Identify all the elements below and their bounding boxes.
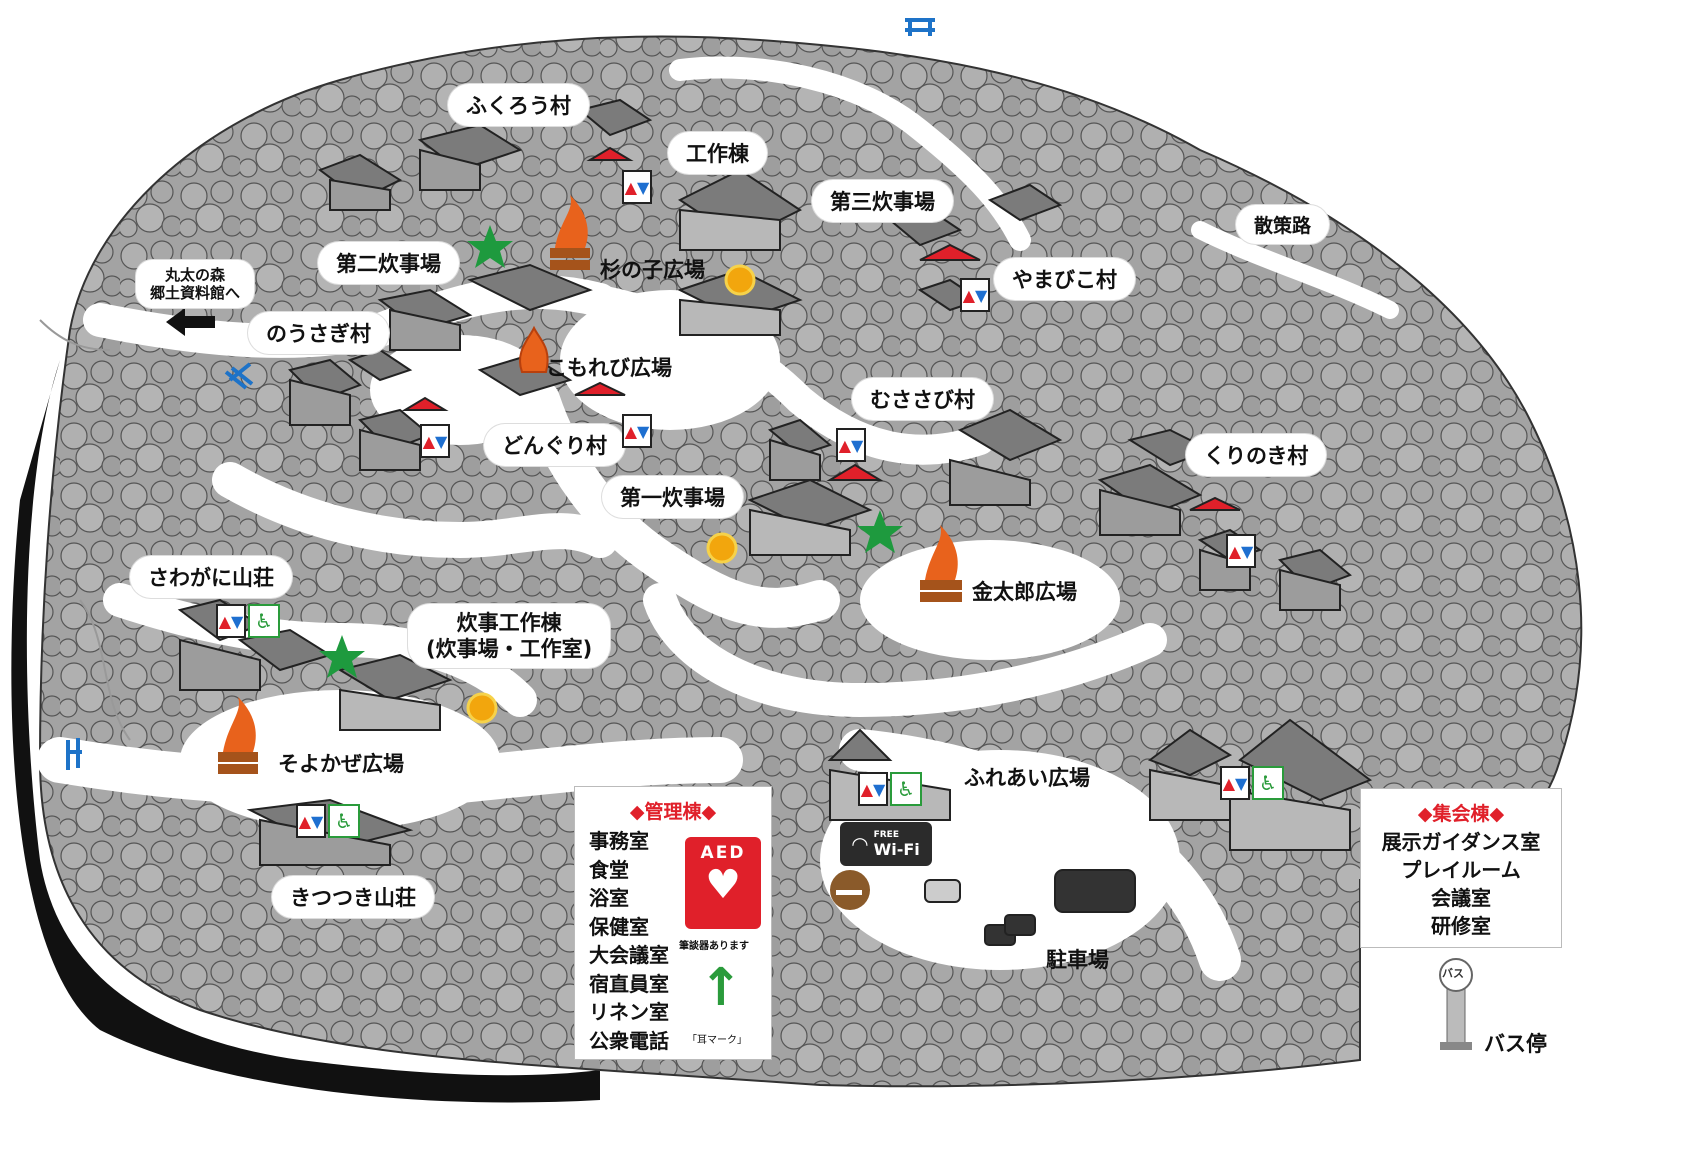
label-kintarou: 金太郎広場 — [972, 580, 1077, 604]
label-kyoudo-line2: 郷土資料館へ — [150, 284, 241, 302]
label-sanpo: 散策路 — [1236, 205, 1330, 244]
label-suiji-line2: (炊事場・工作室) — [426, 637, 593, 661]
label-kitsutsuki: きつつき山荘 — [272, 876, 434, 918]
shukai-item: 研修室 — [1431, 914, 1491, 938]
mimi-text: 「耳マーク」 — [687, 1035, 747, 1046]
toilet-icon: ▲▼♿ — [858, 772, 922, 806]
sun-icon — [466, 264, 756, 724]
flame-icon — [519, 325, 549, 373]
kanri-panel: ◆管理棟◆ 事務室 食堂 浴室 保健室 大会議室 宿直員室 リネン室 公衆電話 … — [574, 786, 772, 1060]
kanri-item: 大会議室 — [589, 943, 669, 967]
stream — [39, 319, 131, 741]
toilet-icon: ▲▼ — [1226, 534, 1256, 568]
toilet-icon: ▲▼ — [960, 278, 990, 312]
aed-text: AED — [700, 843, 746, 863]
label-yamabiko: やまびこ村 — [994, 258, 1135, 300]
wifi-free-text: FREE — [873, 829, 899, 840]
label-komorebi: こもれび広場 — [546, 356, 672, 380]
label-kousaku: 工作棟 — [668, 132, 767, 174]
kanri-item: リネン室 — [589, 1000, 669, 1024]
vehicles — [924, 869, 1136, 946]
accessible-icon: ♿ — [248, 604, 280, 638]
label-musasabi: むささび村 — [852, 378, 993, 420]
accessible-icon: ♿ — [1252, 766, 1284, 800]
label-kurinoki: くりのき村 — [1186, 434, 1327, 476]
label-bus: バス停 — [1484, 1032, 1547, 1056]
shukai-panel: ◆集会棟◆ 展示ガイダンス室 プレイルーム 会議室 研修室 — [1360, 788, 1562, 948]
shukai-list: 展示ガイダンス室 プレイルーム 会議室 研修室 — [1361, 828, 1561, 940]
arrow-left-icon — [166, 308, 215, 336]
label-fureai: ふれあい広場 — [964, 766, 1090, 790]
campfire-icon — [218, 195, 962, 774]
kanri-list: 事務室 食堂 浴室 保健室 大会議室 宿直員室 リネン室 公衆電話 — [589, 827, 669, 1055]
shukai-item: 展示ガイダンス室 — [1381, 830, 1541, 854]
kanri-item: 食堂 — [589, 857, 629, 882]
bridge-icon — [66, 18, 935, 770]
bus-sign-text: バス — [1442, 967, 1464, 980]
label-marutamori: 丸太の森 郷土資料館へ — [136, 260, 255, 308]
smoking-icon — [830, 870, 870, 910]
label-fukurou: ふくろう村 — [448, 84, 589, 126]
toilet-icon: ▲▼ — [622, 170, 652, 204]
wifi-text: Wi-Fi — [873, 839, 920, 859]
kanri-title: ◆管理棟◆ — [629, 801, 717, 823]
shukai-item: プレイルーム — [1401, 858, 1521, 882]
label-nousagi: のうさぎ村 — [248, 312, 389, 354]
kanri-item: 宿直員室 — [589, 971, 669, 996]
label-suiji-line1: 炊事工作棟 — [456, 611, 562, 635]
kanri-item: 浴室 — [589, 886, 629, 910]
toilet-icon: ▲▼ — [622, 414, 652, 448]
ear-mark-icon: ↑ — [699, 958, 743, 1018]
toilet-icon: ▲▼♿ — [296, 804, 360, 838]
label-suginoko: 杉の子広場 — [600, 258, 705, 282]
shukai-title: ◆集会棟◆ — [1417, 803, 1505, 825]
kanri-item: 事務室 — [589, 829, 649, 853]
toilet-icon: ▲▼♿ — [216, 604, 280, 638]
star-icon — [319, 225, 903, 678]
label-sawagani: さわがに山荘 — [130, 556, 292, 598]
shukai-item: 会議室 — [1431, 886, 1491, 910]
label-dai2: 第二炊事場 — [318, 242, 459, 284]
label-dai3: 第三炊事場 — [812, 180, 953, 222]
accessible-icon: ♿ — [890, 772, 922, 806]
toilet-icon: ▲▼ — [420, 424, 450, 458]
toilet-icon: ▲▼ — [836, 428, 866, 462]
toilet-icon: ▲▼♿ — [1220, 766, 1284, 800]
kanri-item: 保健室 — [589, 914, 649, 939]
red-roofs — [401, 146, 1241, 511]
label-suiji: 炊事工作棟 (炊事場・工作室) — [408, 604, 611, 668]
kanri-item: 公衆電話 — [589, 1028, 669, 1053]
label-marutamori-line1: 丸太の森 — [165, 266, 226, 284]
label-donguri: どんぐり村 — [484, 424, 625, 466]
accessible-icon: ♿ — [328, 804, 360, 838]
hitsudan-text: 筆談器あります — [679, 941, 749, 952]
label-parking: 駐車場 — [1046, 948, 1109, 972]
label-dai1: 第一炊事場 — [602, 476, 743, 518]
aed-icon: AED ♥ — [685, 837, 761, 929]
label-soyokaze: そよかぜ広場 — [278, 752, 404, 776]
bus-stop-icon — [1439, 958, 1473, 1050]
